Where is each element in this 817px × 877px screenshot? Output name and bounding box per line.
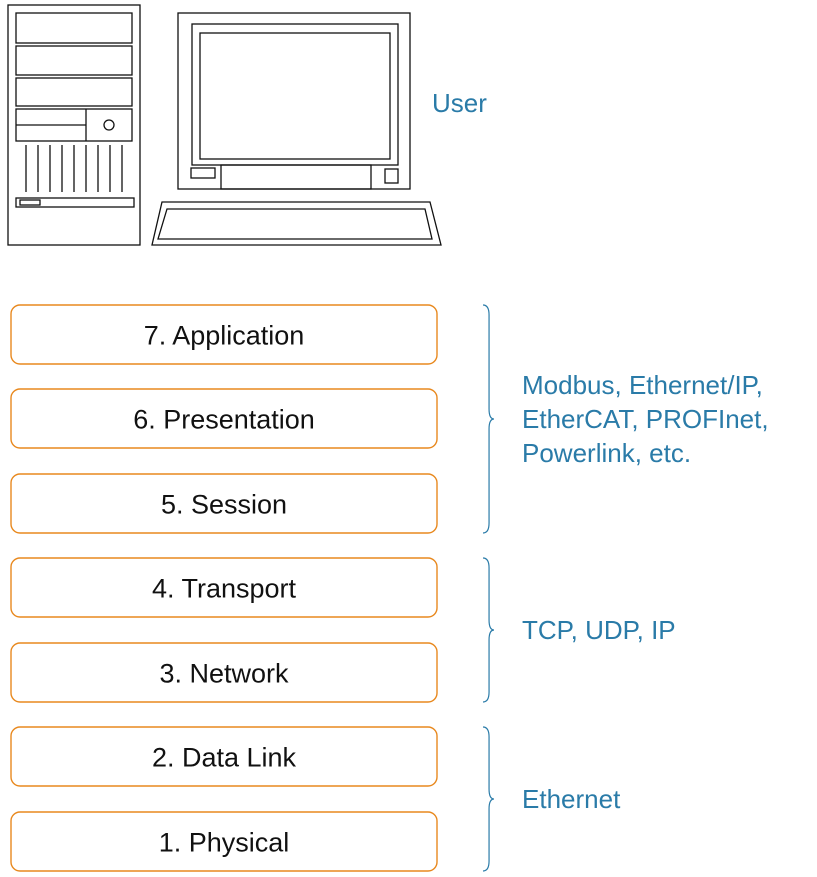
layer-network: 3. Network — [10, 642, 438, 703]
layer-label: 3. Network — [159, 659, 289, 689]
group-link-protocols: Ethernet — [482, 726, 621, 872]
group-label-line: Modbus, Ethernet/IP, — [522, 370, 763, 400]
layer-box — [10, 811, 438, 872]
layer-box — [10, 304, 438, 365]
layer-data-link: 2. Data Link — [10, 726, 438, 787]
protocol-groups: Modbus, Ethernet/IP, EtherCAT, PROFInet, P… — [482, 304, 769, 872]
brace — [482, 557, 495, 703]
layer-label: 7. Application — [144, 321, 305, 351]
layer-box — [10, 473, 438, 534]
layer-box — [10, 557, 438, 618]
computer-tower-icon — [7, 4, 141, 246]
layer-label: 2. Data Link — [152, 743, 297, 773]
group-transport-protocols: TCP, UDP, IP — [482, 557, 676, 703]
group-label-line: EtherCAT, PROFInet, — [522, 404, 769, 434]
group-label-line: TCP, UDP, IP — [522, 615, 676, 645]
brace — [482, 726, 495, 872]
layer-session: 5. Session — [10, 473, 438, 534]
layer-box — [10, 388, 438, 449]
osi-layer-stack: 7. Application 6. Presentation 5. Session 4… — [10, 304, 438, 872]
group-label-line: Ethernet — [522, 784, 621, 814]
brace — [482, 304, 495, 534]
layer-label: 5. Session — [161, 490, 287, 520]
layer-physical: 1. Physical — [10, 811, 438, 872]
monitor-icon — [177, 12, 411, 190]
layer-label: 1. Physical — [159, 828, 290, 858]
layer-box — [10, 726, 438, 787]
group-label-line: Powerlink, etc. — [522, 438, 691, 468]
user-label: User — [432, 88, 487, 118]
layer-transport: 4. Transport — [10, 557, 438, 618]
keyboard-icon — [151, 201, 442, 246]
layer-presentation: 6. Presentation — [10, 388, 438, 449]
group-application-protocols: Modbus, Ethernet/IP, EtherCAT, PROFInet, P… — [482, 304, 769, 534]
layer-label: 6. Presentation — [133, 405, 315, 435]
layer-box — [10, 642, 438, 703]
layer-label: 4. Transport — [152, 574, 297, 604]
layer-application: 7. Application — [10, 304, 438, 365]
